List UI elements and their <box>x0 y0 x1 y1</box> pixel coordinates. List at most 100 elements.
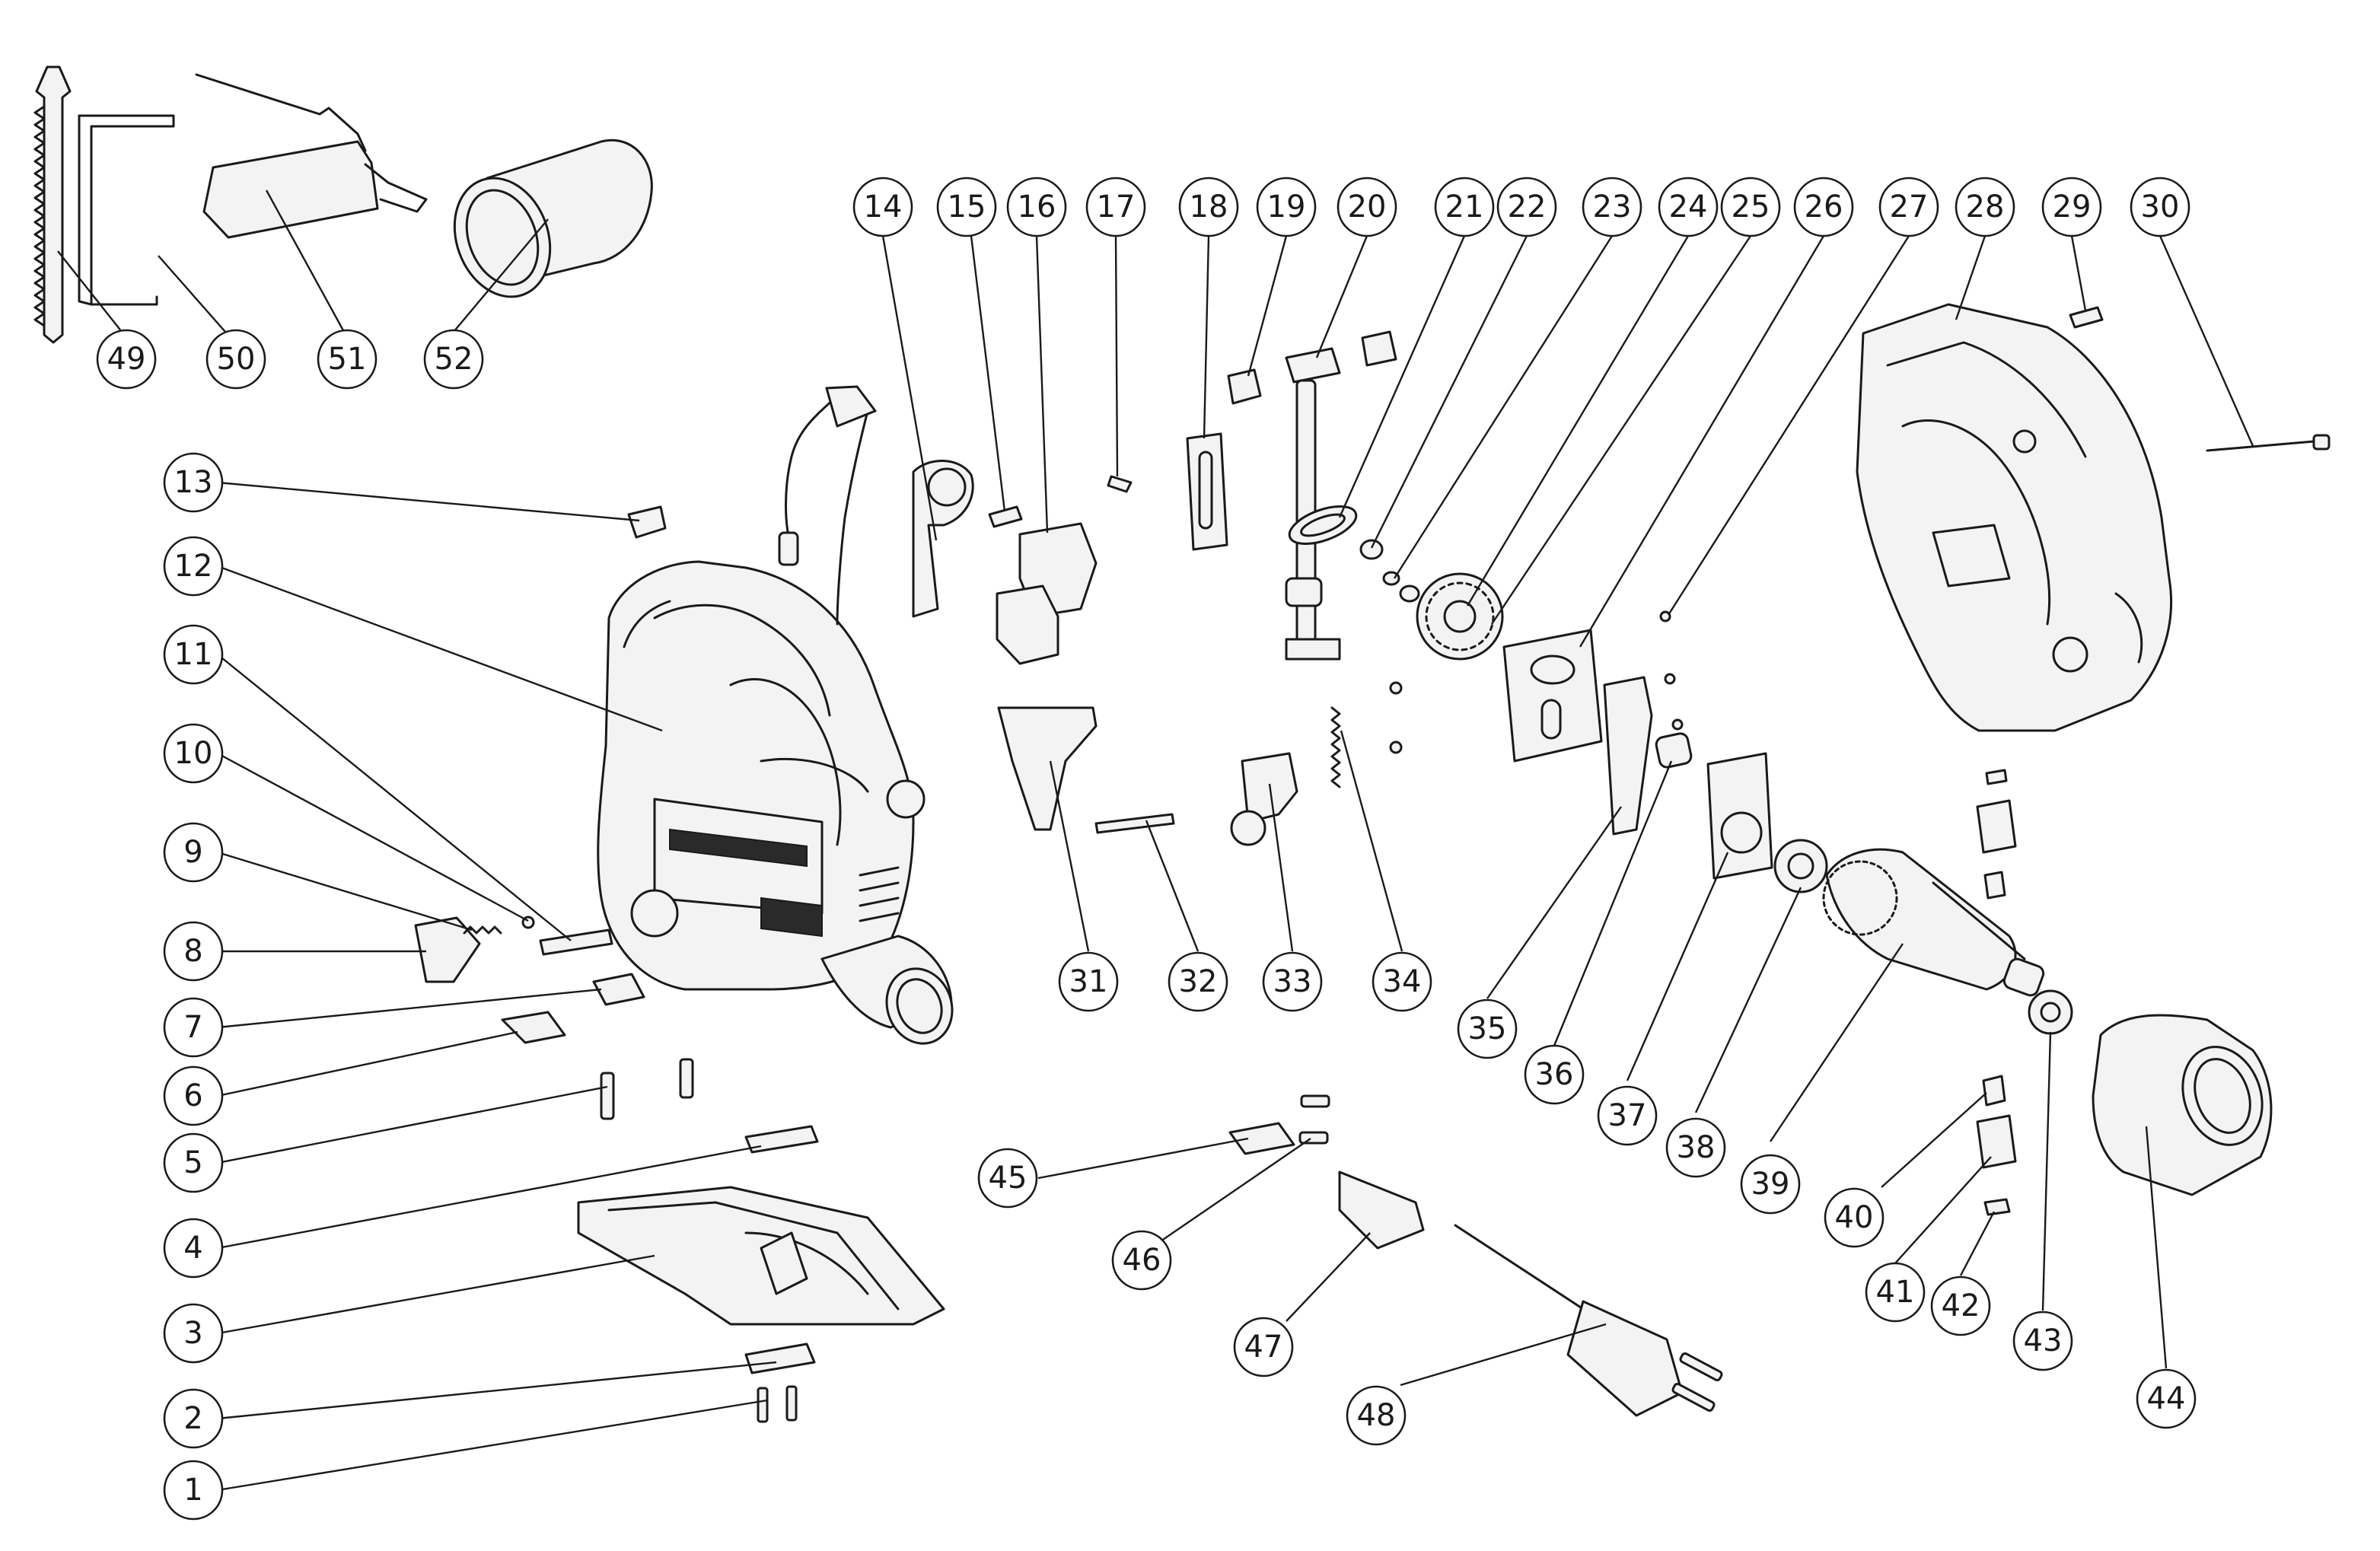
part-48-power-plug <box>1454 1224 1723 1417</box>
callout-30-label: 30 <box>2141 189 2180 225</box>
part-6-lever <box>501 1011 566 1044</box>
callout-41-label: 41 <box>1876 1275 1915 1310</box>
callout-8-label: 8 <box>183 934 202 969</box>
leader-42 <box>1959 1211 1996 1276</box>
callout-3: 3 <box>163 1303 224 1364</box>
part-52-dust-tube <box>453 139 653 298</box>
leader-30 <box>2159 235 2254 447</box>
callout-46-label: 46 <box>1123 1243 1161 1278</box>
callout-17: 17 <box>1085 177 1146 237</box>
leader-2 <box>217 1361 777 1420</box>
callout-18: 18 <box>1178 177 1239 237</box>
callout-40: 40 <box>1824 1187 1885 1248</box>
leader-37 <box>1626 852 1729 1081</box>
part-45-cable-clamp <box>1228 1122 1295 1155</box>
leader-16 <box>1035 235 1049 533</box>
callout-41: 41 <box>1865 1262 1926 1323</box>
leader-50 <box>158 255 226 333</box>
pin-small-d <box>1664 673 1676 685</box>
part-7-plate <box>592 973 645 1006</box>
callout-46: 46 <box>1111 1230 1172 1291</box>
brush-spring-upper <box>1983 871 2006 900</box>
callout-1: 1 <box>163 1460 224 1521</box>
callout-9: 9 <box>163 822 224 883</box>
part-18-slot <box>1198 451 1213 530</box>
callout-14-label: 14 <box>864 189 903 225</box>
part-46-screw-b <box>1298 1131 1329 1145</box>
callout-23: 23 <box>1582 177 1642 237</box>
leader-13 <box>217 481 640 522</box>
leader-49 <box>57 250 123 333</box>
callout-52-label: 52 <box>435 342 473 377</box>
part-1-screw-b <box>785 1385 798 1422</box>
part-1-screw-a <box>757 1387 769 1423</box>
part-25-plate <box>1502 629 1603 763</box>
callout-35: 35 <box>1457 998 1518 1059</box>
callout-48: 48 <box>1346 1385 1407 1446</box>
part-19-guide-block <box>1227 368 1262 405</box>
leader-28 <box>1955 235 1987 320</box>
part-12-housing-left <box>597 560 926 991</box>
callout-51: 51 <box>317 329 378 390</box>
callout-45: 45 <box>977 1148 1038 1209</box>
callout-13-label: 13 <box>174 465 213 500</box>
leader-11 <box>217 654 572 941</box>
part-26-link-plate <box>1603 676 1653 836</box>
callout-36: 36 <box>1524 1044 1585 1105</box>
part-14-switch-cable <box>778 385 974 626</box>
part-24-gear <box>1416 572 1504 661</box>
part-13-clip <box>627 505 667 539</box>
part-17-pin <box>1107 475 1133 493</box>
callout-38: 38 <box>1665 1117 1726 1178</box>
leader-33 <box>1268 783 1294 952</box>
part-5-screw-b <box>679 1058 694 1099</box>
callout-25: 25 <box>1720 177 1781 237</box>
leader-43 <box>2041 1031 2052 1311</box>
part-9-spring <box>463 925 502 935</box>
leader-7 <box>217 988 602 1029</box>
leader-29 <box>2070 235 2087 311</box>
callout-14: 14 <box>852 177 913 237</box>
callout-15-label: 15 <box>948 189 986 225</box>
leader-14 <box>881 235 938 541</box>
leader-40 <box>1881 1092 1987 1188</box>
leader-44 <box>2145 1126 2168 1369</box>
callout-6-label: 6 <box>183 1078 202 1113</box>
callout-50: 50 <box>206 329 266 390</box>
callout-32: 32 <box>1168 951 1228 1012</box>
leader-47 <box>1286 1232 1371 1322</box>
callout-42: 42 <box>1930 1276 1991 1336</box>
leader-25 <box>1491 235 1751 625</box>
part-16-switch-module <box>996 522 1098 665</box>
brush-holder-upper <box>1976 799 2017 854</box>
pin-small-a <box>1389 681 1403 695</box>
callout-25-label: 25 <box>1732 189 1770 225</box>
callout-12-label: 12 <box>174 549 213 584</box>
plunger-rod-assembly <box>1285 379 1358 661</box>
callout-16: 16 <box>1006 177 1067 237</box>
leader-23 <box>1393 235 1614 579</box>
callout-17-label: 17 <box>1097 189 1136 225</box>
leader-20 <box>1315 235 1368 358</box>
part-41-brush-holder <box>1976 1114 2017 1169</box>
callout-22: 22 <box>1496 177 1557 237</box>
pin-small-c <box>1659 610 1671 623</box>
housing-dust-port <box>820 935 954 1045</box>
part-30-long-screw <box>2206 434 2331 452</box>
leader-39 <box>1770 943 1904 1142</box>
callout-15: 15 <box>936 177 997 237</box>
part-51-blade-guard <box>195 73 428 239</box>
callout-32-label: 32 <box>1179 964 1218 999</box>
part-11-shaft <box>539 928 613 956</box>
callout-47: 47 <box>1233 1317 1294 1377</box>
part-29-screw <box>2069 306 2104 329</box>
leader-36 <box>1553 760 1673 1046</box>
callout-9-label: 9 <box>183 835 202 870</box>
callout-30: 30 <box>2130 177 2190 237</box>
part-23-washer-b <box>1399 584 1420 603</box>
part-20-plunger-head <box>1285 347 1341 384</box>
callout-5: 5 <box>163 1132 224 1193</box>
callout-8: 8 <box>163 921 224 982</box>
leader-9 <box>217 851 473 932</box>
leader-26 <box>1579 235 1825 648</box>
